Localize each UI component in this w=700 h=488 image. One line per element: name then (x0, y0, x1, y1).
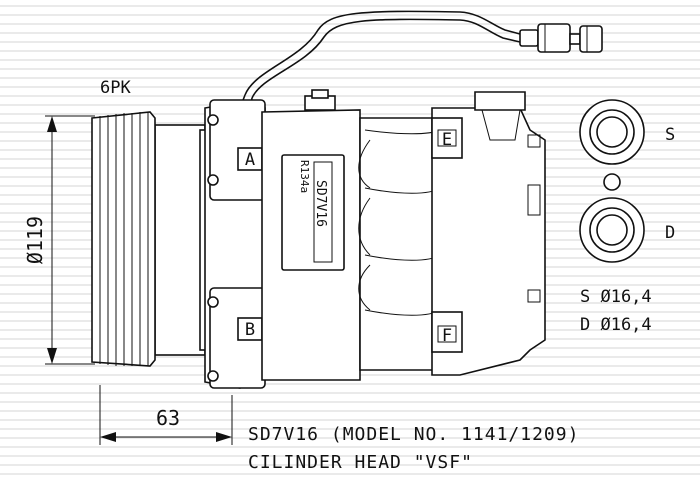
dimension-offset: 63 (99, 385, 233, 445)
diameter-label: Ø119 (23, 216, 47, 264)
caption: SD7V16 (MODEL NO. 1141/1209) CILINDER HE… (248, 424, 579, 473)
cylinder-head: E F (431, 91, 546, 376)
service-ports: S D S Ø16,4 D Ø16,4 (579, 99, 675, 335)
label-a: A (245, 150, 255, 170)
offset-label: 63 (156, 406, 180, 430)
suction-label: S (665, 125, 675, 145)
connector-plug (519, 23, 603, 53)
label-b: B (245, 320, 255, 340)
plate-model: SD7V16 (313, 180, 328, 227)
caption-line-1: SD7V16 (MODEL NO. 1141/1209) (248, 424, 579, 445)
dimension-diameter: Ø119 (23, 115, 95, 365)
compressor-body: R134a SD7V16 (261, 89, 441, 381)
belt-label: 6PK (100, 78, 131, 98)
label-f: F (442, 326, 452, 346)
suction-spec: S Ø16,4 (580, 287, 652, 307)
caption-line-2: CILINDER HEAD "VSF" (248, 452, 473, 473)
front-housing: A B (199, 99, 266, 389)
discharge-label: D (665, 223, 675, 243)
discharge-spec: D Ø16,4 (580, 315, 652, 335)
rating-plate (281, 154, 345, 271)
label-e: E (442, 130, 452, 150)
pulley (91, 111, 206, 367)
plate-refrigerant: R134a (298, 160, 311, 193)
